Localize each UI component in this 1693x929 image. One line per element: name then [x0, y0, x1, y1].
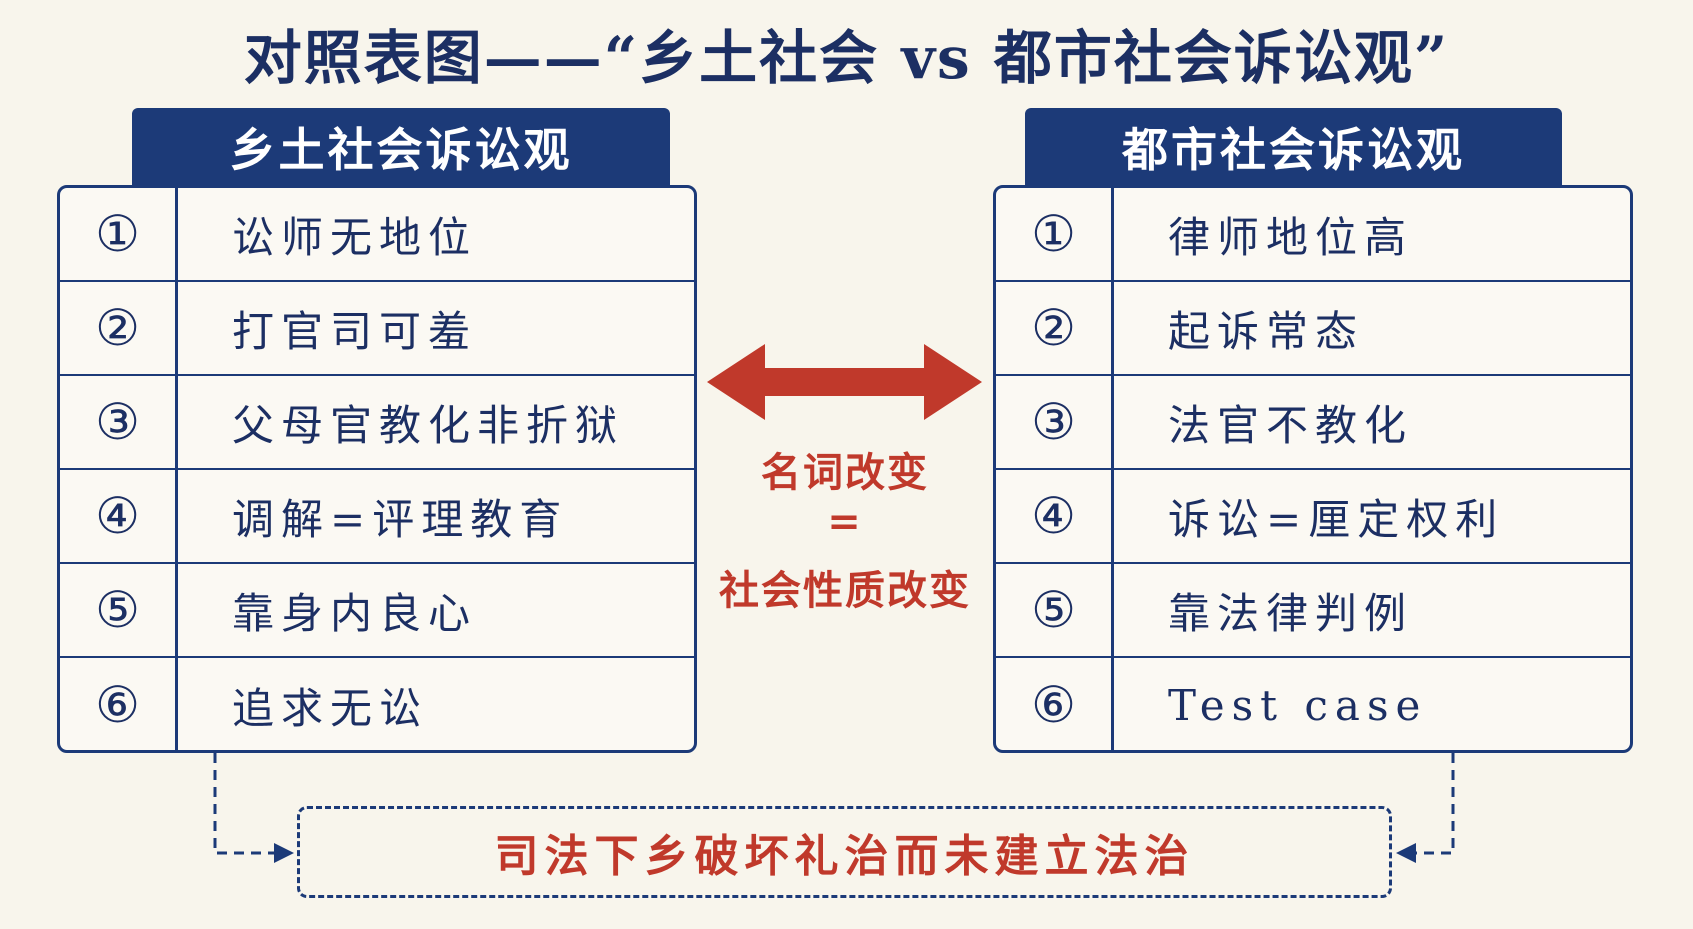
- urban-table: ① 律师地位高 ② 起诉常态 ③ 法官不教化 ④ 诉讼=厘定权利 ⑤ 靠法律判例…: [993, 185, 1633, 753]
- table-row: ④ 调解=评理教育: [60, 470, 694, 564]
- table-row: ④ 诉讼=厘定权利: [996, 470, 1630, 564]
- table-row: ⑤ 靠身内良心: [60, 564, 694, 658]
- table-row: ⑥ Test case: [996, 658, 1630, 750]
- page-title: 对照表图——“乡土社会 vs 都市社会诉讼观”: [243, 24, 1450, 92]
- row-number: ④: [1031, 487, 1076, 545]
- row-number: ③: [1031, 393, 1076, 451]
- row-text: 诉讼=厘定权利: [1168, 494, 1505, 544]
- row-text: 父母官教化非折狱: [232, 400, 625, 450]
- table-row: ① 律师地位高: [996, 188, 1630, 282]
- row-number: ⑤: [95, 581, 140, 639]
- row-number: ②: [95, 299, 140, 357]
- row-number: ⑥: [1031, 676, 1076, 734]
- double-arrow-icon: [707, 344, 982, 420]
- left-dashed-connector: [213, 753, 280, 855]
- table-row: ③ 父母官教化非折狱: [60, 376, 694, 470]
- table-row: ⑥ 追求无讼: [60, 658, 694, 750]
- table-row: ③ 法官不教化: [996, 376, 1630, 470]
- right-dashed-connector: [1412, 753, 1455, 855]
- row-text: 调解=评理教育: [232, 494, 569, 544]
- row-text: 打官司可羞: [232, 306, 478, 356]
- row-number: ①: [95, 205, 140, 263]
- row-number: ①: [1031, 205, 1076, 263]
- row-number: ⑤: [1031, 581, 1076, 639]
- center-label-equals: =: [827, 498, 863, 545]
- rural-panel-header: 乡土社会诉讼观: [132, 108, 670, 188]
- center-label-noun-change: 名词改变: [761, 449, 929, 496]
- row-text: 讼师无地位: [232, 212, 478, 262]
- row-number: ②: [1031, 299, 1076, 357]
- conclusion-text: 司法下乡破坏礼治而未建立法治: [494, 831, 1195, 882]
- row-text: 追求无讼: [232, 683, 429, 733]
- right-arrowhead-icon: [1396, 843, 1416, 863]
- table-row: ② 起诉常态: [996, 282, 1630, 376]
- conclusion-box: 司法下乡破坏礼治而未建立法治: [297, 806, 1392, 898]
- center-label-society-change: 社会性质改变: [719, 567, 971, 614]
- urban-panel-header: 都市社会诉讼观: [1025, 108, 1562, 188]
- row-text: 靠身内良心: [232, 588, 478, 638]
- row-text: 起诉常态: [1168, 306, 1365, 356]
- row-text: Test case: [1168, 680, 1428, 730]
- row-number: ④: [95, 487, 140, 545]
- row-number: ③: [95, 393, 140, 451]
- rural-table: ① 讼师无地位 ② 打官司可羞 ③ 父母官教化非折狱 ④ 调解=评理教育 ⑤ 靠…: [57, 185, 697, 753]
- table-row: ⑤ 靠法律判例: [996, 564, 1630, 658]
- row-text: 律师地位高: [1168, 212, 1414, 262]
- table-row: ① 讼师无地位: [60, 188, 694, 282]
- row-text: 靠法律判例: [1168, 588, 1414, 638]
- row-text: 法官不教化: [1168, 400, 1414, 450]
- row-number: ⑥: [95, 676, 140, 734]
- left-arrowhead-icon: [274, 843, 294, 863]
- table-row: ② 打官司可羞: [60, 282, 694, 376]
